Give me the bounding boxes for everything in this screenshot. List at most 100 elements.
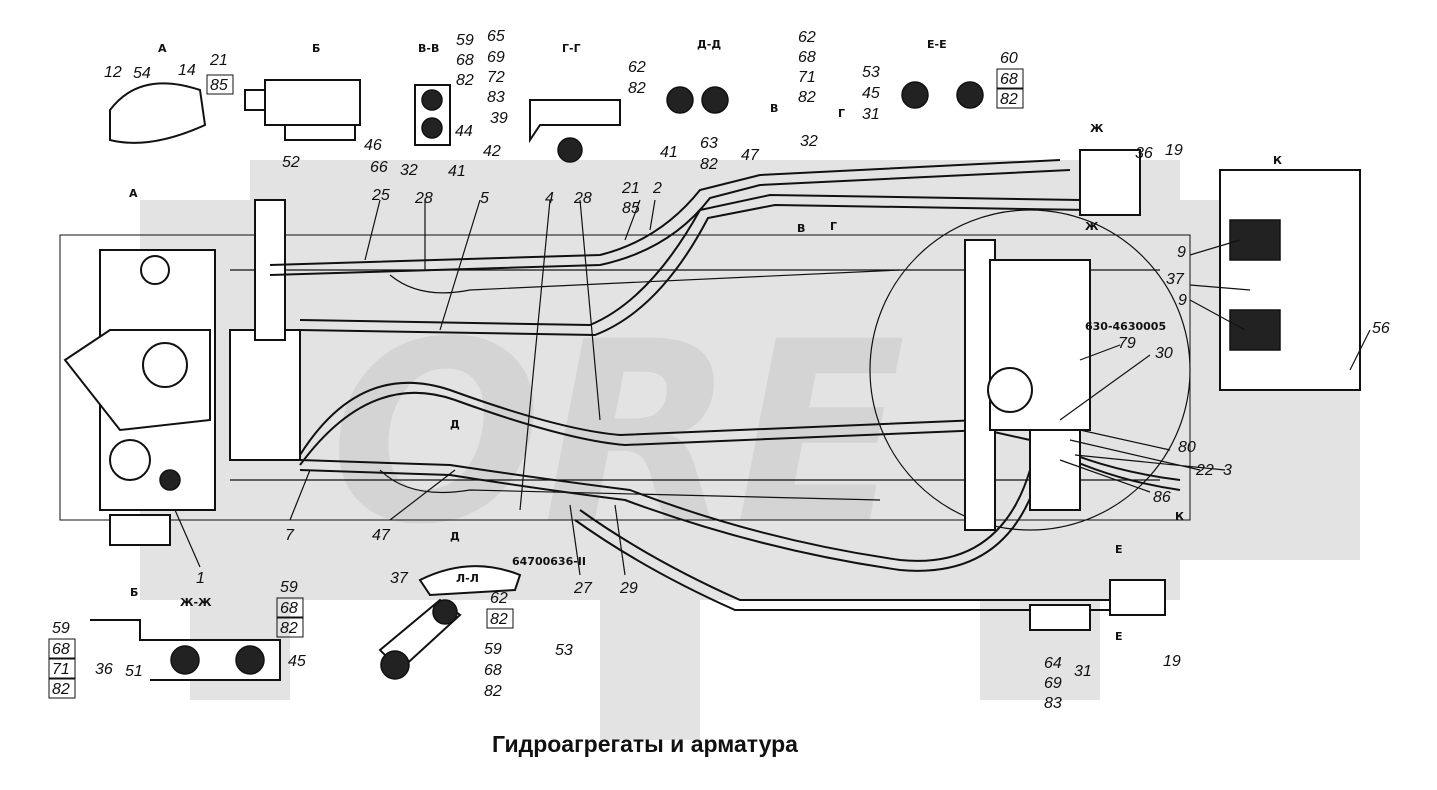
label-52: 52 [282,154,300,171]
label-1: 1 [196,570,205,587]
label-79: 79 [1118,335,1136,352]
label-65: 65 [487,28,505,45]
part-labels: 12 54 14 21 85 52 46 66 59 68 82 32 41 6… [48,28,1390,712]
label-37b: 37 [390,570,409,587]
marker-zh-top: Ж [1090,122,1104,135]
label-62c: 62 [490,590,508,607]
label-86: 86 [1153,489,1171,506]
label-82a: 82 [456,72,474,89]
label-3: 3 [1223,462,1232,479]
label-82i: 82 [484,683,502,700]
label-60: 60 [1000,50,1018,67]
pump-assembly [63,199,301,546]
label-29: 29 [619,580,638,597]
label-2: 2 [652,180,662,197]
label-83b: 83 [1044,695,1062,712]
label-71b: 71 [52,661,70,678]
part-code-1: 630-4630005 [1085,320,1166,333]
section-b: Б [312,42,320,55]
marker-g-bottom: Г [830,220,837,233]
label-32a: 32 [400,162,418,179]
label-59b: 59 [52,620,70,637]
marker-d-bottom: Д [450,530,460,543]
watermark-text: ORE [330,288,906,579]
label-68a: 68 [456,52,474,69]
section-details [90,79,984,681]
label-4: 4 [545,190,554,207]
leader-lines [174,199,1371,576]
marker-e-top: Е [1115,543,1123,556]
label-28b: 28 [573,190,592,207]
label-28a: 28 [414,190,433,207]
label-82f: 82 [52,681,70,698]
label-31b: 31 [1074,663,1092,680]
figure-title: Гидроагрегаты и арматура [492,731,798,757]
section-a: А [158,42,167,55]
label-83a: 83 [487,89,505,106]
label-22: 22 [1195,462,1214,479]
label-62a: 62 [628,59,646,76]
label-5: 5 [480,190,489,207]
label-32b: 32 [800,133,818,150]
label-36b: 36 [95,661,113,678]
section-titles: А Б В-В Г-Г Д-Д Е-Е Ж-Ж Л-Л К [158,38,1282,609]
label-7: 7 [285,527,295,544]
label-19a: 19 [1165,142,1183,159]
label-19b: 19 [1163,653,1181,670]
label-64: 64 [1044,655,1062,672]
label-14: 14 [178,62,196,79]
label-47b: 47 [372,527,391,544]
label-82g: 82 [280,620,298,637]
label-21a: 21 [209,52,228,69]
marker-d-top: Д [450,418,460,431]
label-31a: 31 [862,106,880,123]
section-ee: Е-Е [927,38,947,51]
label-41a: 41 [448,163,466,180]
section-ll: Л-Л [456,572,479,585]
label-54: 54 [133,65,151,82]
label-62b: 62 [798,29,816,46]
label-45a: 45 [862,85,880,102]
part-code-2: 64700636-II [512,555,586,568]
marker-b: Б [130,586,138,599]
marker-zh-bottom: Ж [1085,220,1099,233]
label-30: 30 [1155,345,1173,362]
label-68e: 68 [280,600,298,617]
marker-k: К [1175,510,1184,523]
label-59a: 59 [456,32,474,49]
section-zhzh: Ж-Ж [180,596,212,609]
section-gg: Г-Г [562,42,581,55]
label-56: 56 [1372,320,1390,337]
label-68d: 68 [52,641,70,658]
label-82d: 82 [798,89,816,106]
label-82c: 82 [700,156,718,173]
label-53b: 53 [555,642,573,659]
marker-v-bottom: В [797,222,805,235]
marker-e-bottom: Е [1115,630,1123,643]
section-markers: А Б В В Г Г Д Д Е Е Ж Ж К [129,102,1184,643]
marker-g-top: Г [838,107,845,120]
label-68c: 68 [1000,71,1018,88]
label-72: 72 [487,69,505,86]
label-37a: 37 [1166,271,1185,288]
section-k: К [1273,154,1282,167]
label-9b: 9 [1178,292,1187,309]
label-82b: 82 [628,80,646,97]
label-69a: 69 [487,49,505,66]
label-66: 66 [370,159,388,176]
label-69b: 69 [1044,675,1062,692]
label-21b: 21 [621,180,640,197]
label-82h: 82 [490,611,508,628]
label-53a: 53 [862,64,880,81]
label-42: 42 [483,143,501,160]
label-59c: 59 [280,579,298,596]
label-51: 51 [125,663,143,680]
label-71a: 71 [798,69,816,86]
label-85a: 85 [210,77,228,94]
marker-a: А [129,187,138,200]
label-12: 12 [104,64,122,81]
label-41b: 41 [660,144,678,161]
label-47a: 47 [741,147,760,164]
label-9a: 9 [1177,244,1186,261]
